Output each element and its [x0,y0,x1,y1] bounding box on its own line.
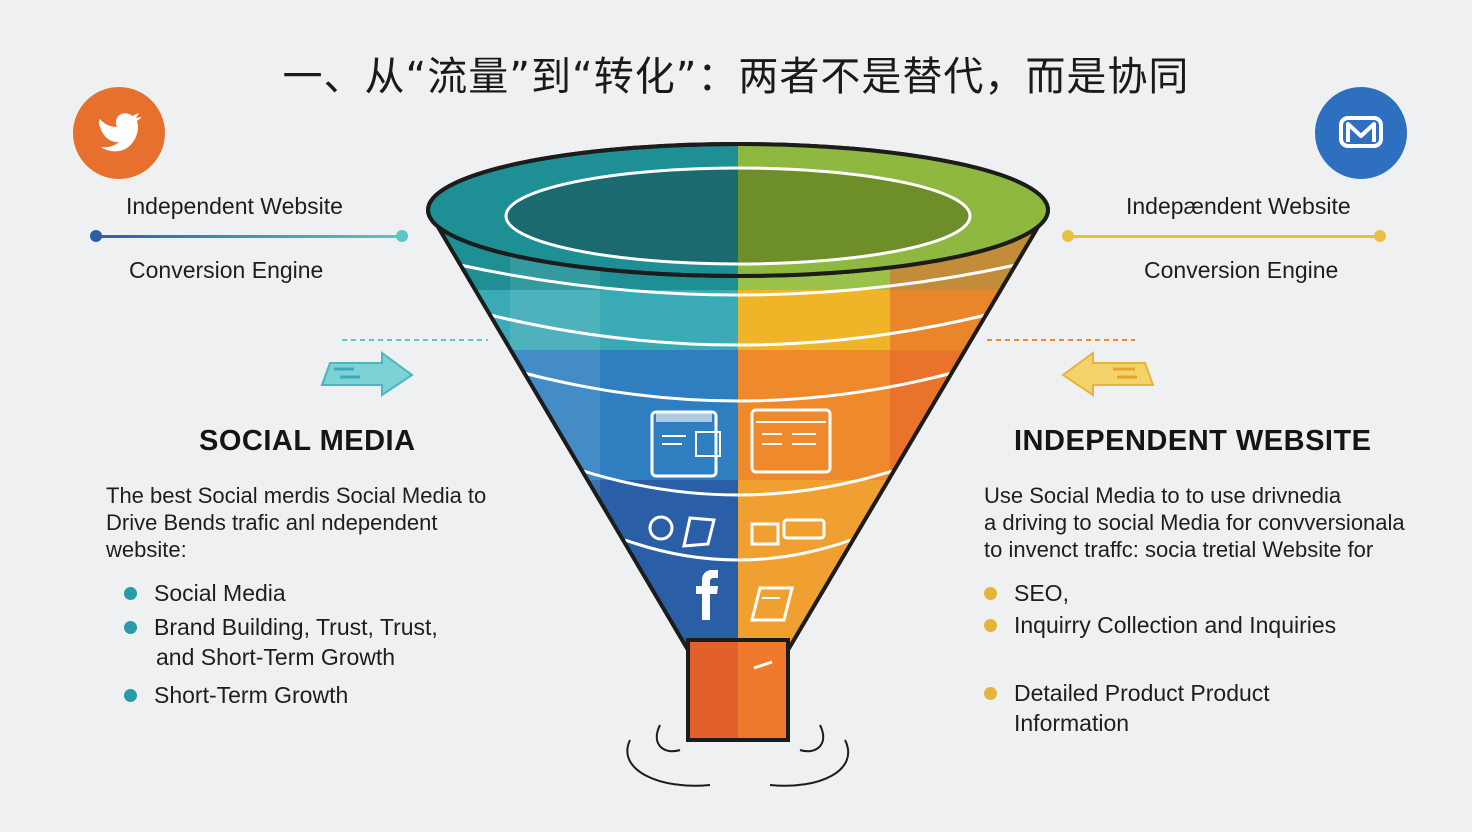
twitter-bird-icon [73,87,165,179]
dashboard-icon [750,408,832,474]
left-paragraph: The best Social merdis Social Media to D… [106,482,526,563]
left-label-bottom: Conversion Engine [129,257,324,283]
page-title: 一、从“流量”到“转化”：两者不是替代，而是协同 [282,54,1190,100]
right-label-bottom: Conversion Engine [1144,257,1339,283]
list-item: and Short-Term Growth [156,644,396,670]
left-bullet-list: Social Media Brand Building, Trust, Trus… [122,578,522,710]
browser-window-icon [650,410,721,478]
left-label-top: Independent Website [126,193,343,219]
paragraph-line: The best Social merdis Social Media to [106,483,487,508]
bullet-dot [124,587,137,600]
chat-icon [648,515,716,548]
funnel-band-right [738,480,1048,650]
social-media-heading: SOCIAL MEDIA [199,425,416,457]
bullet-dot [984,619,997,632]
paragraph-line: a driving to social Media for convversio… [984,510,1405,535]
right-bullet-list: SEO, Inquirry Collection and Inquiries D… [982,578,1402,738]
bullet-dot [124,621,137,634]
funnel-diagram [426,142,1050,787]
paragraph-line: to invenct traffc: socia tretial Website… [984,537,1374,562]
line-dot [90,230,102,242]
card-icon [750,518,826,546]
bullet-dot [124,689,137,702]
bullet-dot [984,587,997,600]
paragraph-line: website: [106,537,187,562]
right-paragraph: Use Social Media to to use drivnedia a d… [984,482,1454,563]
list-item: Brand Building, Trust, Trust, [122,612,522,642]
right-arrow-icon [320,339,488,397]
list-item: Information [1014,710,1130,736]
right-connector-line [1062,230,1386,242]
right-label-top: Indepændent Website [1126,193,1351,219]
list-item: Detailed Product Product [982,678,1402,708]
facebook-icon [696,570,718,620]
folder-icon [750,586,794,622]
line-dot [396,230,408,242]
list-item: SEO, [982,578,1402,608]
line-dot [1374,230,1386,242]
bullet-dot [984,687,997,700]
paragraph-line: Drive Bends trafic anl ndependent [106,510,438,535]
independent-website-heading: INDEPENDENT WEBSITE [1014,425,1372,457]
m-logo-icon [1315,87,1407,179]
list-item: Inquirry Collection and Inquiries [982,610,1402,640]
paragraph-line: Use Social Media to to use drivnedia [984,483,1342,508]
left-connector-line [90,230,408,242]
funnel-band-left [428,480,738,650]
list-item: Social Media [122,578,522,608]
list-item: Short-Term Growth [122,680,522,710]
line-dot [1062,230,1074,242]
left-arrow-icon [987,339,1155,397]
